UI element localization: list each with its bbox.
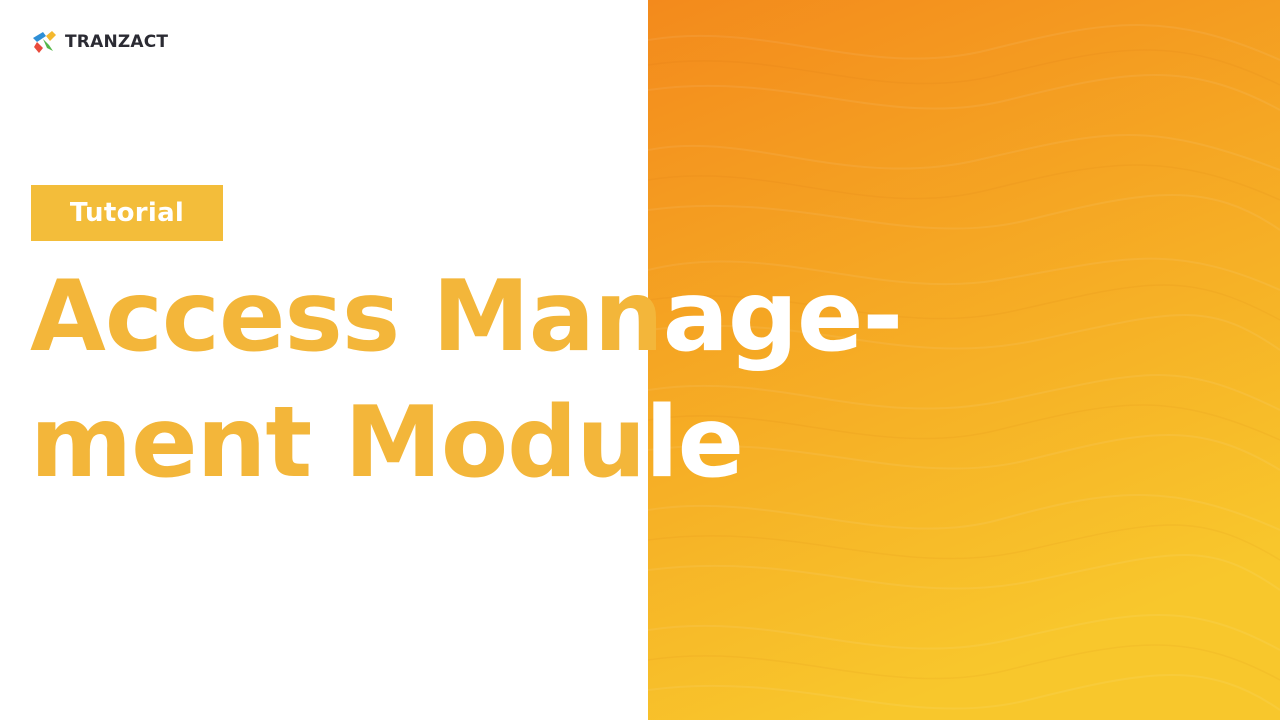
left-panel <box>0 0 648 720</box>
title-line-2-white: le <box>645 386 744 500</box>
wood-grain-texture <box>648 0 1280 720</box>
brand-name: TRANZACT <box>65 32 169 52</box>
tutorial-badge: Tutorial <box>31 185 223 241</box>
brand-logo[interactable]: TRANZACT <box>30 27 168 57</box>
tutorial-badge-label: Tutorial <box>69 198 185 228</box>
title-line-1: Access Manage- <box>30 254 1030 380</box>
title-line-1-white: age- <box>662 260 903 374</box>
title-line-2: ment Module <box>30 380 1030 506</box>
orange-texture-panel <box>648 0 1280 720</box>
title-line-2-yellow: ment Modu <box>30 386 646 500</box>
tranzact-logo-icon <box>33 31 56 53</box>
page-title: Access Manage- ment Module <box>30 254 1030 506</box>
title-line-1-yellow: Access Man <box>30 260 664 374</box>
